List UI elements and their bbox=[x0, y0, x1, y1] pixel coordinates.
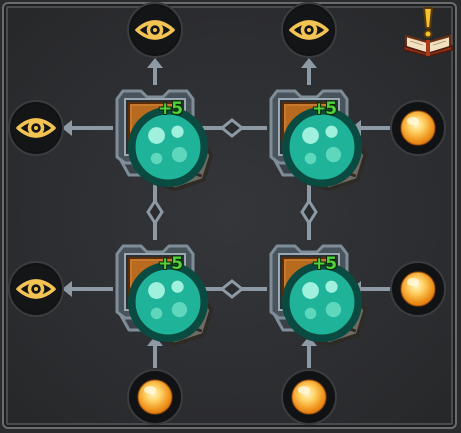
eye-icon bbox=[281, 2, 337, 58]
tile-bonus: +5 bbox=[158, 254, 183, 274]
arrow-bottom-left bbox=[147, 336, 163, 346]
teal-gem-icon bbox=[281, 261, 363, 343]
link-left-diamond bbox=[146, 198, 164, 226]
ore-tile-bottom-right[interactable]: +5 bbox=[267, 240, 368, 347]
reveal-node-left-upper-row[interactable] bbox=[6, 98, 66, 158]
eye-icon bbox=[8, 100, 64, 156]
glowing-orb-icon bbox=[390, 261, 446, 317]
link-top-diamond bbox=[219, 118, 245, 138]
orb-node-bottom-right-col[interactable] bbox=[279, 367, 339, 427]
eye-icon bbox=[127, 2, 183, 58]
arrow-bottom-right bbox=[301, 336, 317, 346]
orb-node-right-lower-row[interactable] bbox=[388, 259, 448, 319]
glowing-orb-icon bbox=[390, 100, 446, 156]
glowing-orb-icon bbox=[127, 369, 183, 425]
arrow-left-lower bbox=[62, 281, 72, 297]
reveal-node-top-right-col[interactable] bbox=[279, 0, 339, 60]
teal-gem-icon bbox=[127, 261, 209, 343]
board-frame bbox=[2, 2, 457, 429]
eye-icon bbox=[8, 261, 64, 317]
tile-bonus: +5 bbox=[158, 99, 183, 119]
teal-gem-icon bbox=[127, 106, 209, 188]
ore-tile-top-left[interactable]: +5 bbox=[113, 85, 214, 192]
orb-node-right-upper-row[interactable] bbox=[388, 98, 448, 158]
link-bottom-diamond bbox=[219, 279, 245, 299]
teal-gem-icon bbox=[281, 106, 363, 188]
ore-tile-top-right[interactable]: +5 bbox=[267, 85, 368, 192]
glowing-orb-icon bbox=[281, 369, 337, 425]
ore-tile-bottom-left[interactable]: +5 bbox=[113, 240, 214, 347]
tile-bonus: +5 bbox=[312, 99, 337, 119]
reveal-node-left-lower-row[interactable] bbox=[6, 259, 66, 319]
link-right-diamond bbox=[300, 198, 318, 226]
quest-book-alert-icon bbox=[403, 7, 453, 57]
quest-book-button[interactable] bbox=[400, 4, 456, 58]
orb-node-bottom-left-col[interactable] bbox=[125, 367, 185, 427]
arrow-left-upper bbox=[62, 120, 72, 136]
arrow-top-left-up bbox=[147, 58, 163, 68]
reveal-node-top-left-col[interactable] bbox=[125, 0, 185, 60]
tile-bonus: +5 bbox=[312, 254, 337, 274]
arrow-top-right-up bbox=[301, 58, 317, 68]
